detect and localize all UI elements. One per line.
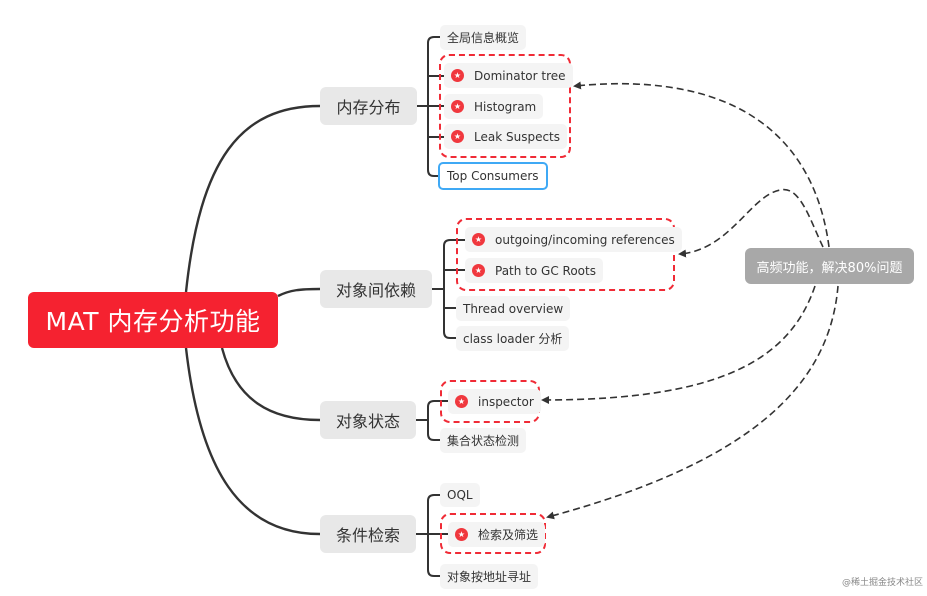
star-badge-icon: ★ <box>472 233 485 246</box>
connector-root-branch-4 <box>184 347 321 536</box>
callout-high-frequency[interactable]: 高频功能，解决80%问题 <box>745 248 914 284</box>
watermark: @稀土掘金技术社区 <box>841 578 923 588</box>
leaf-label: 全局信息概览 <box>447 31 520 45</box>
leaf-label: Histogram <box>474 99 537 114</box>
star-badge-icon: ★ <box>451 100 464 113</box>
arrow-to-memory-group <box>573 81 830 248</box>
connector-root-branch-2 <box>277 287 321 298</box>
leaf-path-to-gc-roots[interactable]: ★ Path to GC Roots <box>465 258 603 283</box>
branch-memory-distribution[interactable]: 内存分布 <box>320 87 417 125</box>
leaf-object-address-lookup[interactable]: 对象按地址寻址 <box>440 564 539 589</box>
arrow-to-state-group <box>541 285 816 404</box>
leaf-outgoing-incoming-references[interactable]: ★ outgoing/incoming references <box>465 227 682 252</box>
leaf-label: class loader 分析 <box>463 332 563 346</box>
branch-4-connectors <box>416 494 449 577</box>
branch-1-connectors <box>417 36 446 177</box>
leaf-top-consumers[interactable]: Top Consumers <box>438 162 548 190</box>
arrow-to-reference-group <box>678 188 824 258</box>
branch-object-dependencies[interactable]: 对象间依赖 <box>320 270 432 308</box>
leaf-dominator-tree[interactable]: ★ Dominator tree <box>444 63 573 88</box>
connector-root-branch-1 <box>184 104 321 293</box>
leaf-search-and-filter[interactable]: ★ 检索及筛选 <box>448 522 546 547</box>
branch-object-state[interactable]: 对象状态 <box>320 401 416 439</box>
high-frequency-group-references <box>456 218 675 291</box>
connector-root-branch-3 <box>220 347 321 422</box>
branch-3-connectors <box>416 400 449 441</box>
high-frequency-group-memory <box>439 54 571 158</box>
leaf-leak-suspects[interactable]: ★ Leak Suspects <box>444 124 568 149</box>
leaf-label: 对象按地址寻址 <box>447 570 532 584</box>
callout-arrows <box>541 81 839 520</box>
leaf-label: Path to GC Roots <box>495 263 596 278</box>
star-badge-icon: ★ <box>451 69 464 82</box>
branch-2-connectors <box>432 239 466 339</box>
leaf-label: Dominator tree <box>474 68 566 83</box>
leaf-label: inspector <box>478 394 534 409</box>
star-badge-icon: ★ <box>451 130 464 143</box>
leaf-thread-overview[interactable]: Thread overview <box>456 296 571 321</box>
leaf-class-loader[interactable]: class loader 分析 <box>456 326 570 351</box>
leaf-inspector[interactable]: ★ inspector <box>448 389 541 414</box>
star-badge-icon: ★ <box>472 264 485 277</box>
arrow-to-search-group <box>546 285 839 520</box>
leaf-label: Thread overview <box>463 301 564 316</box>
leaf-collection-state-check[interactable]: 集合状态检测 <box>440 428 527 453</box>
leaf-oql[interactable]: OQL <box>440 483 480 507</box>
root-node[interactable]: MAT 内存分析功能 <box>28 292 278 348</box>
leaf-global-overview[interactable]: 全局信息概览 <box>440 25 527 50</box>
branch-conditional-search[interactable]: 条件检索 <box>320 515 416 553</box>
leaf-label: outgoing/incoming references <box>495 232 675 247</box>
leaf-label: 集合状态检测 <box>447 434 520 448</box>
leaf-histogram[interactable]: ★ Histogram <box>444 94 544 119</box>
leaf-label: 检索及筛选 <box>478 528 539 542</box>
leaf-label: OQL <box>447 488 473 502</box>
star-badge-icon: ★ <box>455 528 468 541</box>
star-badge-icon: ★ <box>455 395 468 408</box>
leaf-label: Top Consumers <box>447 169 539 183</box>
root-connectors <box>184 104 321 536</box>
leaf-label: Leak Suspects <box>474 129 561 144</box>
